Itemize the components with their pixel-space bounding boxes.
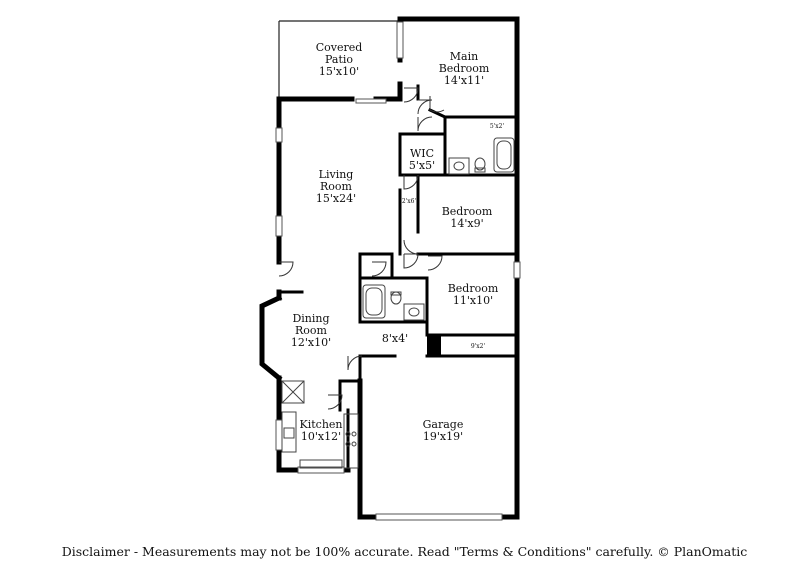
wall-block xyxy=(427,335,441,356)
garage-name: Garage xyxy=(423,418,464,431)
main-bedroom-name-2: Bedroom xyxy=(439,62,490,75)
main-bedroom-size: 14'x11' xyxy=(444,74,484,87)
living-room-name-1: Living xyxy=(319,168,354,181)
living-room-name-2: Room xyxy=(320,180,353,193)
bedroom-3-size: 11'x10' xyxy=(453,294,493,307)
door-swings xyxy=(278,87,445,410)
main-bedroom-name-1: Main xyxy=(450,50,478,63)
interior-walls xyxy=(277,84,519,472)
covered-patio-size: 15'x10' xyxy=(319,65,359,78)
room-labels: Covered Patio 15'x10' Main Bedroom 14'x1… xyxy=(291,41,505,443)
windows xyxy=(275,21,521,521)
covered-patio-outline xyxy=(278,20,400,99)
closet-2x6-size: 2'x6' xyxy=(402,198,417,205)
wic-name: WIC xyxy=(410,147,434,160)
dining-room-name-2: Room xyxy=(295,324,328,337)
living-room-size: 15'x24' xyxy=(316,192,356,205)
wic-size: 5'x5' xyxy=(409,159,435,172)
bedroom-3-name: Bedroom xyxy=(448,282,499,295)
kitchen-name: Kitchen xyxy=(300,418,343,431)
covered-patio-name-1: Covered xyxy=(316,41,363,54)
hall-8x4-size: 8'x4' xyxy=(382,332,408,345)
bathtub-main xyxy=(493,137,515,173)
garage-size: 19'x19' xyxy=(423,430,463,443)
dining-room-size: 12'x10' xyxy=(291,336,331,349)
bedroom-2-name: Bedroom xyxy=(442,205,493,218)
closet-9x2-size: 9'x2' xyxy=(471,343,486,350)
covered-patio-name-2: Patio xyxy=(325,53,353,66)
kitchen-size: 10'x12' xyxy=(301,430,341,443)
fixtures xyxy=(281,137,515,469)
bathtub-hall xyxy=(362,284,386,319)
dining-room-name-1: Dining xyxy=(292,312,329,325)
disclaimer-text: Disclaimer - Measurements may not be 100… xyxy=(61,544,748,559)
floor-plan: Covered Patio 15'x10' Main Bedroom 14'x1… xyxy=(259,16,521,521)
bedroom-2-size: 14'x9' xyxy=(450,217,483,230)
closet-5x2-size: 5'x2' xyxy=(490,123,505,130)
